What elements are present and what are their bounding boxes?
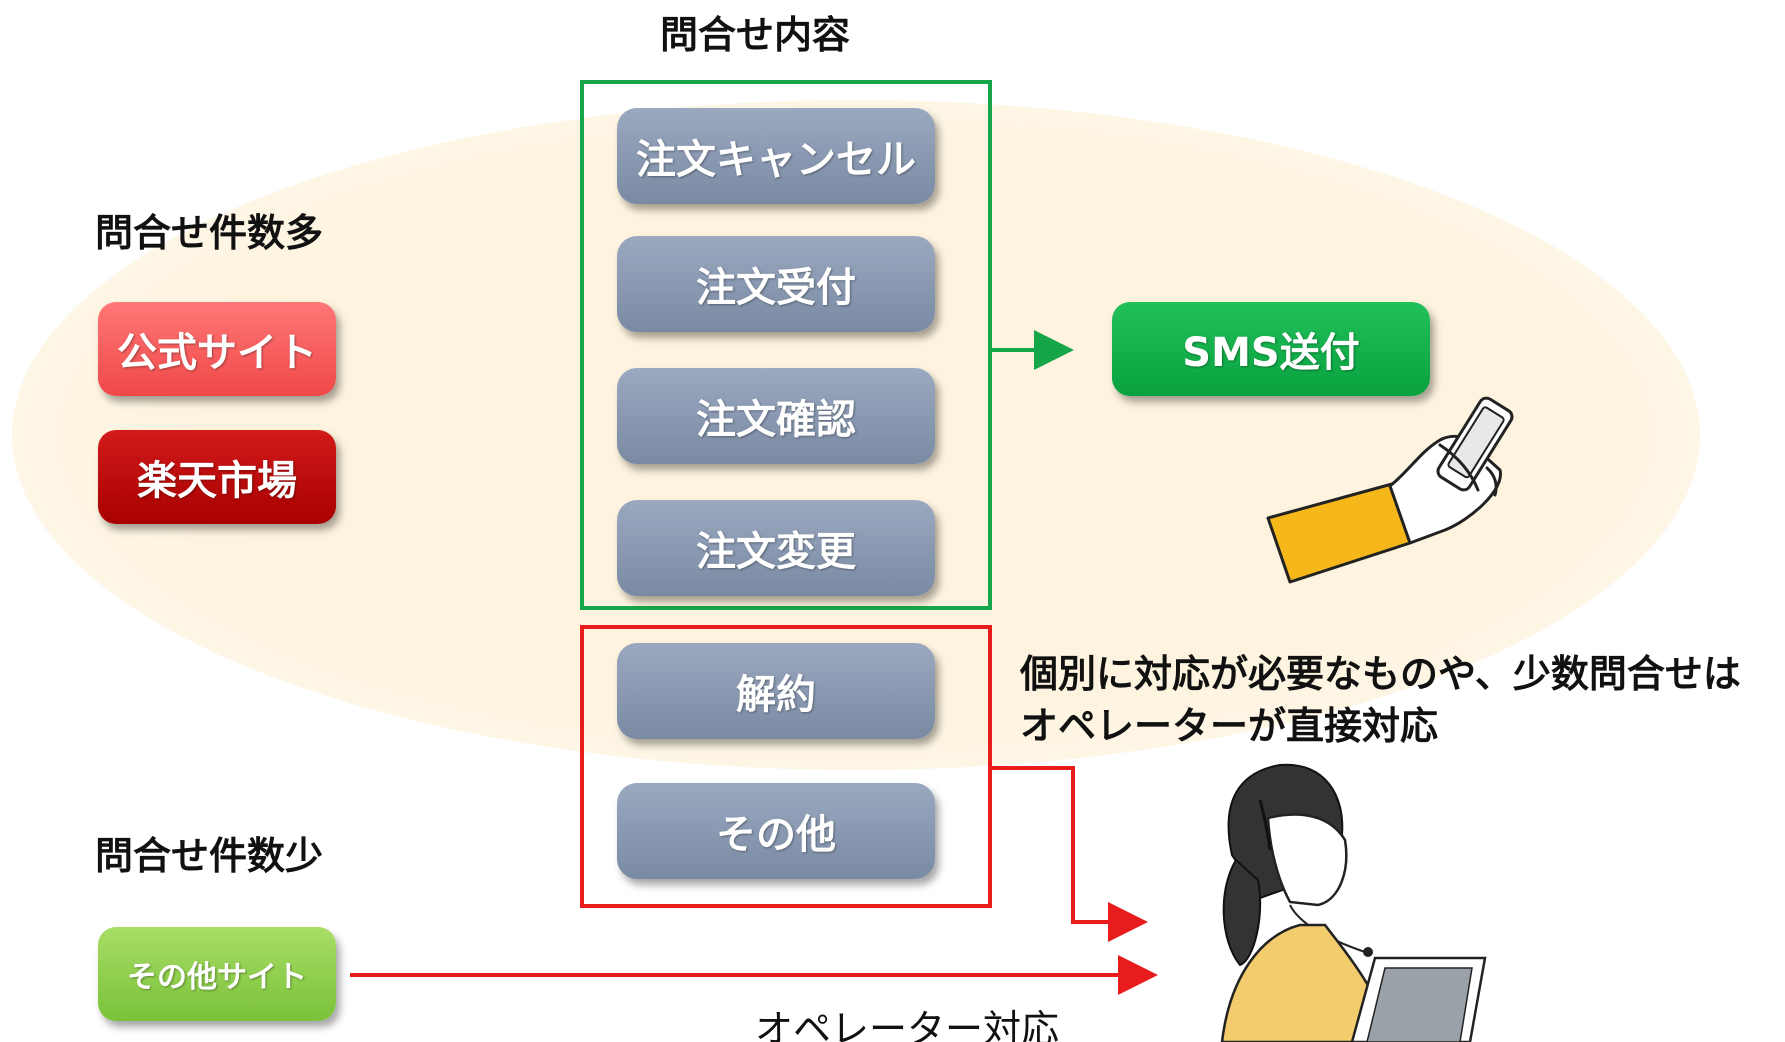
high-volume-heading: 問合せ件数多 <box>95 211 324 255</box>
inquiry-order-receive: 注文受付 <box>617 236 935 332</box>
sms-target-frame <box>580 80 992 610</box>
sms-send-badge: SMS送付 <box>1112 302 1430 396</box>
page-title: 問合せ内容 <box>660 13 851 57</box>
operator-caption: オペレーター対応 <box>755 1007 1060 1042</box>
operator-note-line-2: オペレーターが直接対応 <box>1020 704 1439 748</box>
inquiry-order-cancel: 注文キャンセル <box>617 108 935 204</box>
inquiry-order-change: 注文変更 <box>617 500 935 596</box>
operator-arrow <box>992 766 1148 942</box>
source-other-sites: その他サイト <box>98 927 336 1021</box>
operator-note: 個別に対応が必要なものや、少数問合せは オペレーターが直接対応 <box>1020 648 1741 752</box>
hand-holding-smartphone-icon <box>1266 396 1514 584</box>
source-rakuten: 楽天市場 <box>98 430 336 524</box>
operator-with-headset-icon <box>1220 763 1487 1042</box>
operator-note-line-1: 個別に対応が必要なものや、少数問合せは <box>1020 652 1741 696</box>
inquiry-cancellation: 解約 <box>617 643 935 739</box>
inquiry-other: その他 <box>617 783 935 879</box>
inquiry-order-confirm: 注文確認 <box>617 368 935 464</box>
operator-target-frame <box>580 625 992 908</box>
source-official-site: 公式サイト <box>98 302 336 396</box>
low-volume-heading: 問合せ件数少 <box>95 834 324 878</box>
